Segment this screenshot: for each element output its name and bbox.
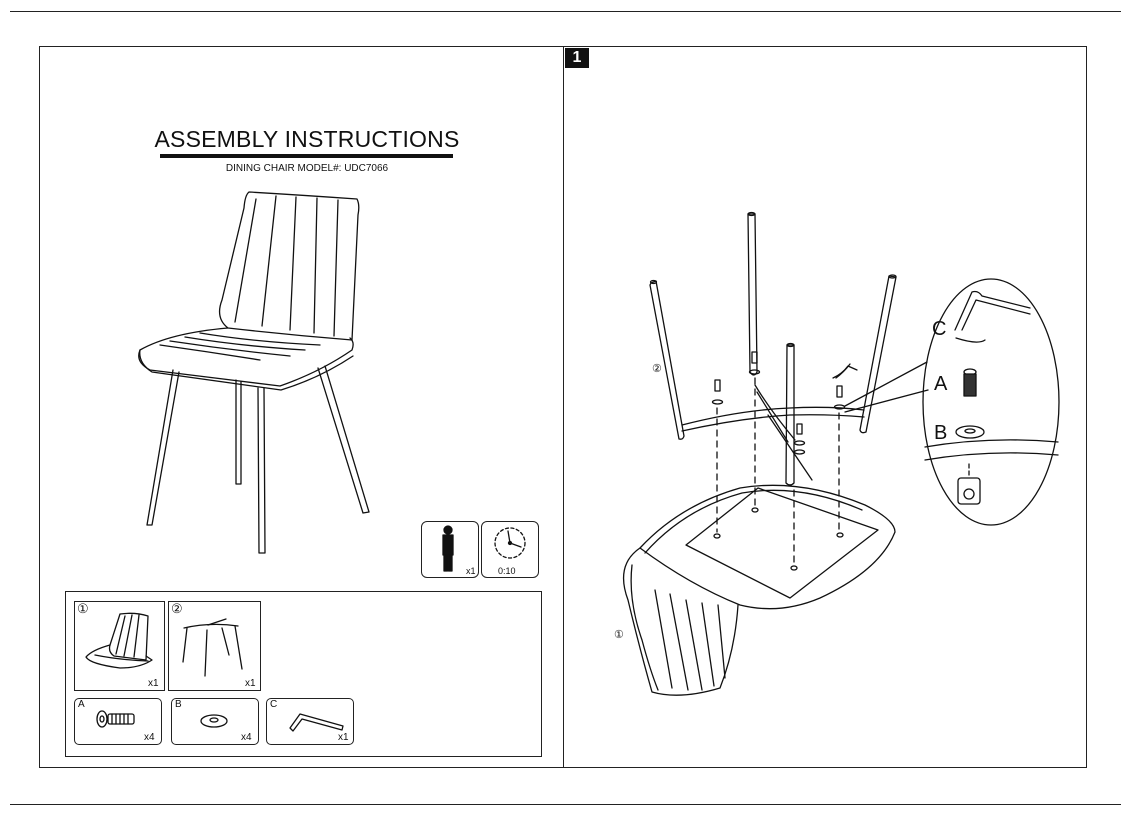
hardware-wrench-qty: x1	[338, 732, 349, 743]
parts-list	[65, 591, 542, 757]
title-underline	[160, 154, 453, 158]
alignment-lines	[716, 377, 840, 566]
part-seat-marker: ①	[77, 601, 89, 616]
part-legs-qty: x1	[245, 678, 256, 689]
part-seat-qty: x1	[148, 678, 159, 689]
washer-thumbnail	[200, 714, 228, 728]
bottom-rule	[10, 804, 1121, 805]
part-legs	[168, 601, 261, 691]
assembly-time-box	[481, 521, 539, 578]
callout-wrench-label: C	[932, 318, 947, 340]
seat-thumbnail	[85, 612, 153, 669]
persons-required-box	[421, 521, 479, 578]
person-icon	[442, 525, 454, 572]
hardware-screw-label: A	[78, 699, 85, 710]
frame-hardware	[711, 351, 858, 455]
hardware-wrench	[266, 698, 354, 745]
screw-thumbnail	[96, 710, 135, 728]
top-rule	[10, 11, 1121, 12]
page-divider	[563, 46, 564, 768]
detail-callout	[844, 278, 1060, 526]
hardware-screw	[74, 698, 162, 745]
callout-screw-label: A	[934, 373, 948, 395]
hardware-washer-qty: x4	[241, 732, 252, 743]
persons-required-qty: x1	[466, 566, 476, 576]
wrench-thumbnail	[289, 713, 344, 732]
hardware-screw-qty: x4	[144, 732, 155, 743]
chair-illustration	[138, 191, 370, 554]
callout-washer-label: B	[934, 422, 948, 444]
clock-icon	[494, 527, 526, 559]
hardware-wrench-label: C	[270, 699, 278, 710]
step-badge: 1	[565, 48, 589, 68]
legs-thumbnail	[182, 618, 243, 677]
seat-shell	[622, 484, 896, 696]
hardware-washer	[171, 698, 259, 745]
leg-frame	[649, 211, 897, 486]
part-legs-marker: ②	[171, 601, 183, 616]
part-seat	[74, 601, 165, 691]
hardware-washer-label: B	[175, 699, 182, 710]
seat-marker: ①	[614, 629, 624, 641]
assembly-time-label: 0:10	[498, 566, 516, 576]
document-subtitle: DINING CHAIR MODEL#: UDC7066	[225, 163, 389, 174]
leg-frame-marker: ②	[652, 363, 662, 375]
document-title: ASSEMBLY INSTRUCTIONS	[154, 126, 460, 152]
